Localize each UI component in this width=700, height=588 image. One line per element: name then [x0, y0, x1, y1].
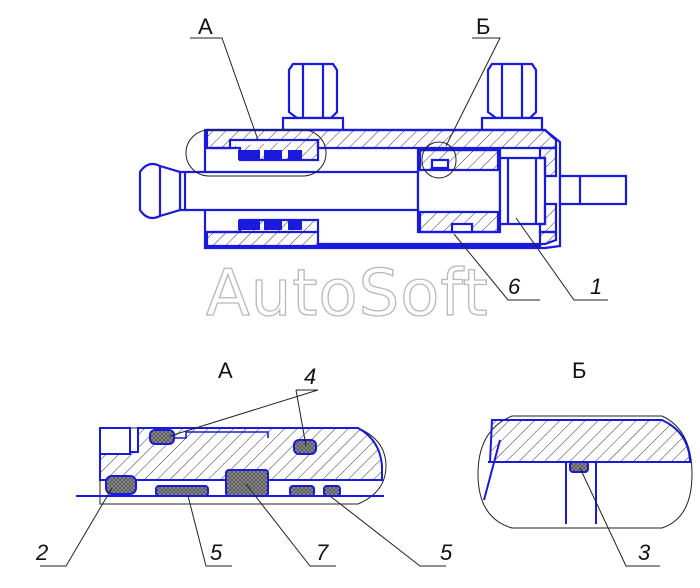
seal-7 [225, 469, 269, 497]
seal-4-left [149, 429, 175, 445]
callout-7: 7 [316, 540, 329, 565]
detail-markers [185, 129, 457, 179]
detail-b-title: Б [572, 358, 587, 383]
detail-a-oval [185, 129, 327, 177]
callout-6: 6 [508, 274, 521, 299]
detail-a-leaders [40, 389, 446, 567]
seal-3 [569, 461, 589, 473]
main-leaders [190, 37, 608, 301]
detail-b-view [477, 415, 693, 529]
detail-a-view [76, 427, 387, 505]
detail-b-leader [579, 467, 660, 567]
detail-a-title: А [218, 358, 233, 383]
callout-5-left: 5 [210, 540, 223, 565]
callout-3: 3 [638, 540, 651, 565]
detail-b-oval [421, 141, 457, 179]
seal-5-right [289, 485, 315, 497]
fitting-right [480, 62, 544, 132]
detail-b-marker-label: Б [476, 14, 491, 39]
callout-1: 1 [590, 274, 603, 299]
callout-2: 2 [36, 540, 49, 565]
fitting-left [281, 62, 345, 132]
callout-4: 4 [304, 364, 317, 389]
piston-rod [178, 170, 420, 212]
callout-5-right: 5 [440, 540, 453, 565]
detail-a-marker-label: А [198, 14, 213, 39]
watermark: AutoSoft [205, 257, 489, 331]
seal-5-left [155, 485, 209, 497]
main-section-view [138, 62, 628, 250]
seal-2 [105, 475, 137, 495]
